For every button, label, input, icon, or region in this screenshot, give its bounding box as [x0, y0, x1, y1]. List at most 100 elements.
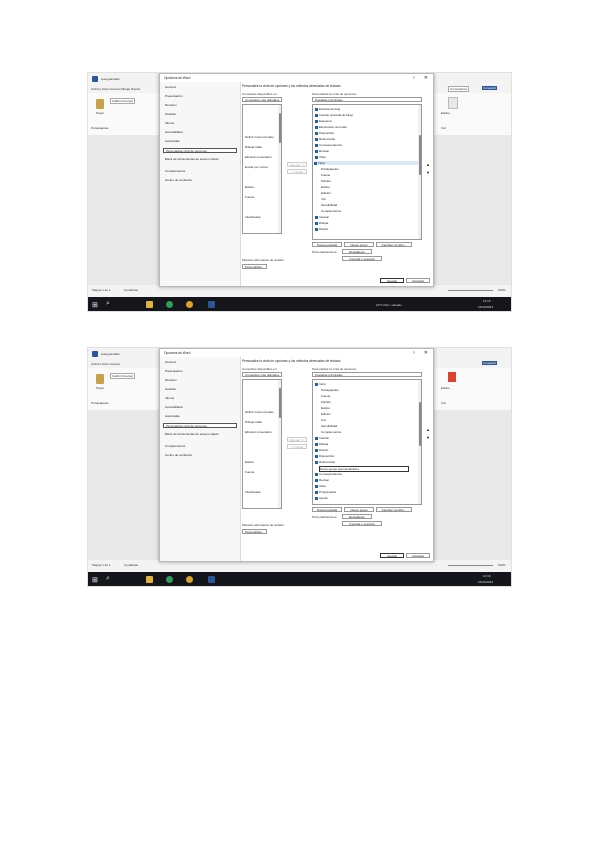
- reset-button[interactable]: Restablecer: [342, 514, 372, 519]
- share-button[interactable]: Compartir: [482, 86, 498, 90]
- nav-item[interactable]: Centro de confianza: [165, 178, 192, 182]
- list-item[interactable]: Definir nuevo formato: [245, 410, 274, 414]
- reset-button[interactable]: Restablecer: [342, 249, 372, 254]
- nav-item[interactable]: Presentación: [165, 94, 183, 98]
- paste-label[interactable]: Pegar: [96, 111, 105, 115]
- tree-item[interactable]: Correspondencia: [315, 472, 342, 476]
- nav-item[interactable]: Presentación: [165, 369, 183, 373]
- paste-icon[interactable]: [96, 374, 104, 384]
- clock-date[interactable]: 16/04/2024: [478, 580, 494, 584]
- tree-item[interactable]: Referencias: [315, 460, 335, 464]
- tree-item[interactable]: Disposición: [315, 454, 334, 458]
- tree-item[interactable]: Diseño: [315, 227, 328, 231]
- tree-item[interactable]: Insertar: [315, 436, 329, 440]
- chrome-icon[interactable]: [186, 576, 193, 583]
- list-item[interactable]: Estilos: [245, 185, 254, 189]
- ribbon-tab-list[interactable]: Archivo Inicio Insertar Dibujar Diseño: [91, 87, 141, 91]
- tree-item[interactable]: Diseño: [315, 448, 328, 452]
- nav-item[interactable]: General: [165, 360, 176, 364]
- nav-item[interactable]: Accesibilidad: [165, 130, 183, 134]
- tree-item[interactable]: Estilos: [321, 185, 330, 189]
- tree-item[interactable]: Estilos: [321, 406, 330, 410]
- tree-item[interactable]: Edición: [321, 191, 331, 195]
- add-button[interactable]: Agregar >>: [287, 437, 307, 442]
- search-icon[interactable]: ⌕: [106, 575, 110, 582]
- tree-item[interactable]: Párrafo: [321, 400, 331, 404]
- tree-item[interactable]: Insertar (entrada de blog): [315, 113, 353, 117]
- nav-item[interactable]: Idioma: [165, 121, 175, 125]
- search-icon[interactable]: ⌕: [106, 300, 110, 307]
- tree-item[interactable]: Insertar: [315, 215, 329, 219]
- paste-label[interactable]: Pegar: [96, 386, 105, 390]
- tree-item[interactable]: Ayuda: [315, 496, 327, 500]
- font-name-combo[interactable]: Calibri (Cuerpo): [110, 373, 136, 379]
- nav-item[interactable]: Complementos: [165, 169, 186, 173]
- move-down-icon[interactable]: ▼: [426, 170, 430, 175]
- commands-list[interactable]: Definir nuevo formato Dibujar tabla Elim…: [242, 104, 282, 234]
- rename-button[interactable]: Cambiar nombre...: [376, 507, 412, 512]
- tree-item[interactable]: Referencias: [315, 137, 335, 141]
- tree-item[interactable]: Vista: [315, 484, 326, 488]
- remove-button[interactable]: << Quitar: [287, 444, 307, 449]
- nav-item-customize-ribbon[interactable]: Personalizar cinta de opciones: [163, 148, 237, 153]
- tree-item[interactable]: Revisar: [315, 478, 329, 482]
- zoom-slider[interactable]: [448, 290, 493, 291]
- add-button[interactable]: Agregar >>: [287, 162, 307, 167]
- tree-item[interactable]: Portapapeles: [321, 167, 339, 171]
- zoom-level[interactable]: 100%: [498, 288, 506, 292]
- new-tab-button[interactable]: Nueva pestaña: [312, 507, 342, 512]
- nav-item[interactable]: Revisión: [165, 378, 177, 382]
- tree-item[interactable]: Fuente: [321, 173, 331, 177]
- close-icon[interactable]: ✕: [423, 75, 428, 81]
- cancel-button[interactable]: Cancelar: [406, 278, 430, 283]
- nav-item[interactable]: Idioma: [165, 396, 175, 400]
- ribbon-tree-scrollbar[interactable]: [418, 105, 421, 239]
- share-button[interactable]: Compartir: [482, 361, 498, 365]
- tree-item[interactable]: Voz: [321, 418, 327, 422]
- ok-button[interactable]: Aceptar: [380, 278, 404, 283]
- list-item[interactable]: Enviar por correo: [245, 165, 269, 169]
- cancel-button[interactable]: Cancelar: [406, 553, 430, 558]
- tree-item[interactable]: Voz: [321, 197, 327, 201]
- weather-text[interactable]: 24°C Parc. soleado: [376, 303, 402, 307]
- tree-item[interactable]: Complementos: [321, 430, 342, 434]
- list-item[interactable]: Estilos: [245, 460, 254, 464]
- nav-item[interactable]: Complementos: [165, 444, 186, 448]
- spotify-icon[interactable]: [166, 576, 173, 583]
- nav-item[interactable]: Avanzadas: [165, 414, 180, 418]
- nav-item[interactable]: Barra de herramientas de acceso rápido: [165, 432, 219, 436]
- new-group-button[interactable]: Nuevo grupo: [344, 242, 374, 247]
- rename-button[interactable]: Cambiar nombre...: [376, 242, 412, 247]
- tree-item[interactable]: Fuente: [321, 394, 331, 398]
- word-taskbar-icon[interactable]: [208, 301, 215, 308]
- new-tab-button[interactable]: Nueva pestaña: [312, 242, 342, 247]
- customize-keyboard-button[interactable]: Personalizar...: [242, 264, 267, 269]
- tree-item[interactable]: Párrafo: [321, 179, 331, 183]
- tree-item[interactable]: Dibujar: [315, 442, 329, 446]
- styles-icon[interactable]: [448, 372, 456, 382]
- ribbon-tree-scrollbar[interactable]: [418, 380, 421, 504]
- tree-item[interactable]: Eliminación de fondo: [315, 125, 347, 129]
- commands-combo[interactable]: Comandos más utilizados: [242, 97, 282, 102]
- tree-item-new-group[interactable]: Nuevo grupo (personalizado): [319, 466, 409, 472]
- clock-time[interactable]: 10:16: [483, 574, 491, 578]
- ribbon-tree[interactable]: Entrada de blog Insertar (entrada de blo…: [312, 104, 422, 240]
- spotify-icon[interactable]: [166, 301, 173, 308]
- tree-item[interactable]: Sensibilidad: [321, 424, 338, 428]
- list-item[interactable]: Eliminar comentario: [245, 430, 272, 434]
- tree-item[interactable]: Edición: [321, 412, 331, 416]
- close-icon[interactable]: ✕: [423, 350, 428, 356]
- new-group-button[interactable]: Nuevo grupo: [344, 507, 374, 512]
- list-item[interactable]: Definir nuevo formato: [245, 135, 274, 139]
- zoom-slider[interactable]: [448, 565, 493, 566]
- tree-item[interactable]: Complementos: [321, 209, 342, 213]
- chrome-icon[interactable]: [186, 301, 193, 308]
- paste-icon[interactable]: [96, 99, 104, 109]
- clock-time[interactable]: 10:15: [483, 299, 491, 303]
- tree-item[interactable]: Programador: [315, 490, 337, 494]
- nav-item[interactable]: Revisión: [165, 103, 177, 107]
- clock-date[interactable]: 16/04/2024: [478, 305, 494, 309]
- nav-item-customize-ribbon[interactable]: Personalizar cinta de opciones: [163, 423, 237, 428]
- tree-item[interactable]: Disposición: [315, 131, 334, 135]
- move-down-icon[interactable]: ▼: [426, 435, 430, 440]
